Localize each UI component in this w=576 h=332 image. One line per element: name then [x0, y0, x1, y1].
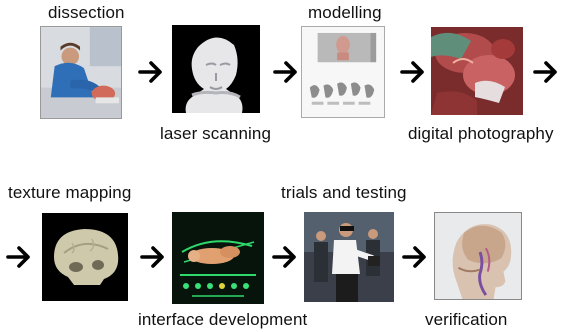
modelling-screen-image: [301, 26, 385, 118]
step-label-modelling: modelling: [308, 3, 382, 22]
right-arrow-icon: [138, 60, 164, 84]
interface-screen-image: [172, 212, 264, 304]
dissection-image: [40, 26, 122, 119]
right-arrow-icon: [272, 245, 298, 269]
right-arrow-icon: [6, 245, 32, 269]
step-label-interface-development: interface development: [138, 310, 308, 329]
user-trial-photo-image: [304, 212, 394, 302]
right-arrow-icon: [533, 60, 559, 84]
surgical-photo-image: [431, 27, 523, 115]
right-arrow-icon: [273, 60, 299, 84]
step-label-dissection: dissection: [48, 3, 125, 22]
textured-skull-image: [42, 213, 128, 301]
right-arrow-icon: [400, 60, 426, 84]
right-arrow-icon: [140, 245, 166, 269]
right-arrow-icon: [402, 245, 428, 269]
anatomy-head-image: [434, 212, 522, 300]
laser-scan-head-image: [172, 25, 260, 113]
step-label-trials-and-testing: trials and testing: [281, 183, 407, 202]
step-label-texture-mapping: texture mapping: [8, 183, 132, 202]
step-label-laser-scanning: laser scanning: [160, 124, 272, 143]
step-label-digital-photography: digital photography: [408, 124, 554, 143]
step-label-verification: verification: [425, 310, 508, 329]
